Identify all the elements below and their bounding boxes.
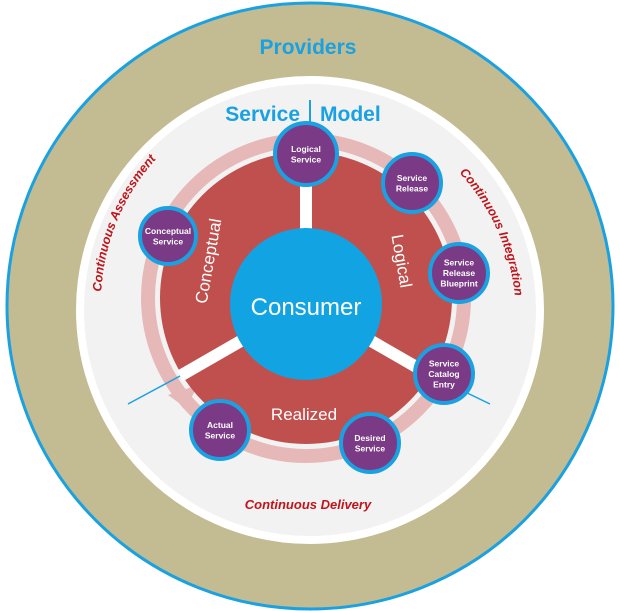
providers-title: Providers (260, 36, 357, 59)
node-label-line: Release (443, 268, 475, 278)
node-circle (428, 242, 490, 304)
node-circle (413, 343, 475, 405)
node-label-line: Service (205, 430, 236, 440)
process-label-delivery: Continuous Delivery (245, 497, 372, 512)
node-label-line: Catalog (428, 369, 459, 379)
pointer-line-left (127, 375, 181, 405)
node-label-line: Actual (207, 420, 233, 430)
node-label-line: Service (355, 443, 386, 453)
node-circle (189, 399, 251, 461)
model-title-left: Service (225, 103, 300, 126)
node-label-line: Service (397, 173, 428, 183)
model-title-right: Model (320, 103, 381, 126)
consumer-circle (230, 228, 382, 380)
center-label: Consumer (251, 294, 362, 321)
node-label-line: Conceptual (145, 226, 191, 236)
node-label-line: Logical (291, 144, 321, 154)
node-circle (381, 152, 443, 214)
divider-left (177, 332, 249, 382)
node-label-line: Service (153, 236, 184, 246)
node-label-line: Service (429, 359, 460, 369)
node-circle (273, 121, 339, 187)
node-label-line: Service (444, 258, 475, 268)
sector-label-realized: Realized (271, 405, 337, 424)
cycle-arrow-icon (168, 385, 198, 408)
node-circle (138, 206, 198, 266)
node-circle (339, 412, 401, 474)
artifact-nodes: LogicalServiceServiceReleaseServiceRelea… (138, 121, 490, 474)
node-label-line: Blueprint (440, 279, 477, 289)
node-label-line: Desired (354, 433, 385, 443)
node-label-line: Service (291, 154, 322, 164)
node-label-line: Entry (433, 380, 455, 390)
node-label-line: Release (396, 183, 428, 193)
